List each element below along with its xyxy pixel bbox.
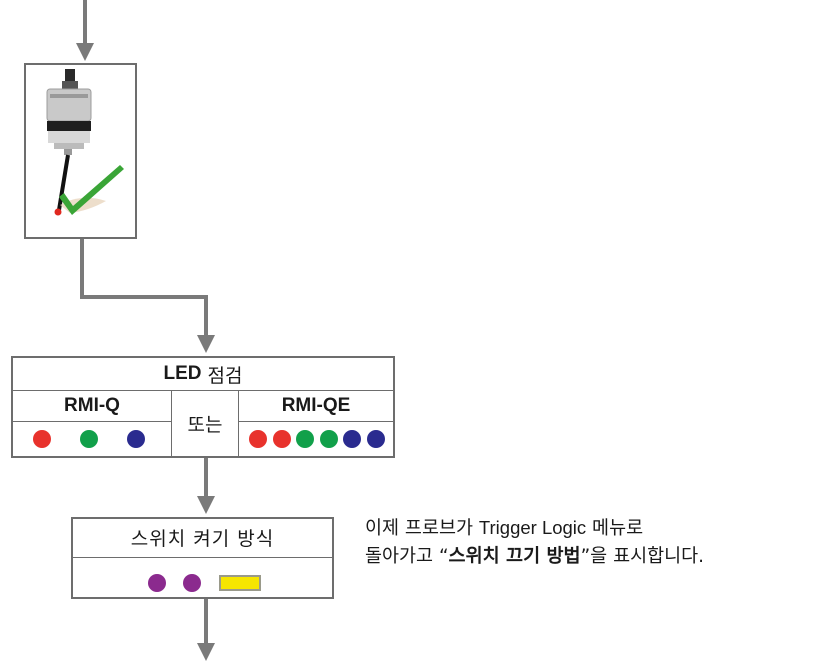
probe-illustration — [46, 69, 124, 216]
led-check-title: LED 점검 — [13, 358, 393, 390]
rmi-qe-led — [366, 430, 385, 448]
or-label: 또는 — [187, 414, 223, 436]
rmi-q-led — [33, 430, 51, 448]
arrowhead-top — [76, 43, 94, 61]
rmi-qe-led — [272, 430, 291, 448]
led-title-bold: LED — [163, 363, 202, 384]
message-line-1-en: Trigger Logic — [478, 517, 587, 538]
message-line-2-post: ”을 표시합니다. — [580, 546, 705, 567]
purple-led — [183, 574, 201, 592]
switch-on-method-title: 스위치 켜기 방식 — [130, 527, 275, 550]
arrowhead-switch — [197, 496, 215, 514]
rmi-qe-label: RMI-QE — [281, 395, 351, 416]
yellow-led — [219, 575, 261, 591]
green-check-icon — [59, 165, 124, 215]
message-line-2-bold: 스위치 끄기 방법 — [448, 546, 581, 567]
probe-image-card — [24, 63, 137, 239]
message-line-1-post: 메뉴로 — [586, 518, 644, 539]
purple-led — [148, 574, 166, 592]
rmi-qe-led — [319, 430, 338, 448]
message-line-1-pre: 이제 프로브가 — [365, 518, 479, 539]
switch-on-method-box: 스위치 켜기 방식 — [71, 517, 334, 599]
connector-probe-to-led — [80, 239, 208, 337]
led-title-rest: 점검 — [207, 364, 243, 387]
stylus-ball — [54, 208, 62, 216]
rmi-qe-led — [343, 430, 361, 448]
rmi-qe-led — [249, 430, 267, 448]
message-line-2: 돌아가고 “스위치 끄기 방법”을 표시합니다. — [365, 543, 825, 571]
arrowhead-bottom — [197, 643, 215, 661]
rmi-qe-led — [296, 430, 314, 448]
message-line-1: 이제 프로브가 Trigger Logic 메뉴로 — [365, 514, 825, 543]
led-check-table: LED 점검 RMI-Q 또는 RMI-QE — [11, 356, 395, 458]
arrowhead-led — [197, 335, 215, 353]
message-line-2-pre: 돌아가고 “ — [365, 546, 449, 567]
rmi-q-led — [127, 430, 145, 448]
rmi-q-led — [80, 430, 98, 448]
rmi-q-label: RMI-Q — [64, 395, 120, 416]
status-message: 이제 프로브가 Trigger Logic 메뉴로 돌아가고 “스위치 끄기 방… — [365, 514, 825, 571]
